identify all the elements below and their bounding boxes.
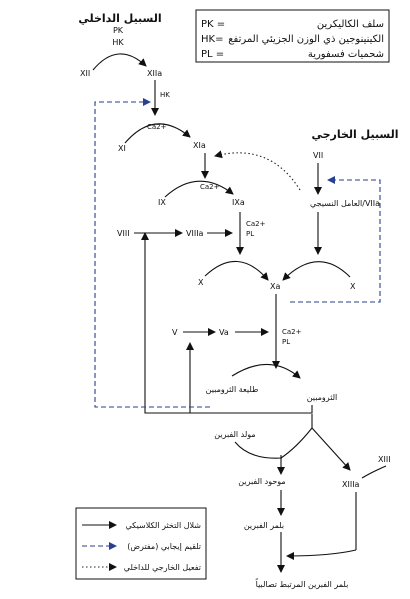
thrombin-to-xiii-arrow [311, 427, 351, 471]
legend-code-hk: HK= [201, 34, 223, 45]
va-label: Va [219, 328, 229, 337]
intrinsic-pathway-title: السبيل الداخلي [78, 12, 161, 25]
legend-code-pk: PK = [201, 19, 225, 30]
fibrinogen-arc [234, 441, 283, 459]
ix-label: IX [158, 198, 166, 207]
x-right-activation-arc [282, 261, 351, 281]
pl-label-4: PL [282, 338, 290, 346]
extrinsic-to-intrinsic-dotted [214, 150, 301, 191]
x-left-activation-arc [204, 260, 269, 281]
abbreviation-legend: PK = سلف الكاليكرين HK= الكينينوجين ذي ا… [195, 9, 390, 63]
fibrin-polymer-label: بلمر الفبرين [244, 521, 284, 530]
thrombin-to-viii-feedback [141, 232, 313, 414]
ca-label-3: Ca2+ [246, 220, 266, 228]
fibrin-monomer-label: موحود الفبرين [238, 477, 285, 486]
thrombin-to-fibrinogen-path [280, 427, 313, 459]
legend-meaning-pk: سلف الكاليكرين [317, 19, 384, 30]
x-left-label: X [198, 278, 204, 287]
xi-activation-arc [124, 123, 191, 144]
positive-feedback-extrinsic-dashed [290, 176, 381, 303]
ix-activation-arc [164, 180, 234, 198]
tissue-factor-label: العامل النسيجي/VIIa [310, 199, 380, 208]
fibrinogen-label: مولد الفبرين [214, 430, 255, 439]
viiia-label: VIIIa [186, 229, 204, 238]
xi-label: XI [118, 144, 126, 153]
extrinsic-pathway-title: السبيل الخارجي [311, 128, 398, 141]
prothrombin-activation-arc [231, 363, 301, 379]
xa-label: Xa [270, 282, 280, 291]
positive-feedback-intrinsic-dashed [94, 98, 210, 408]
ca-label-1: Ca2+ [147, 123, 167, 131]
pk-label: PK [113, 26, 124, 35]
xii-label: XII [80, 69, 90, 78]
prothrombin-label: طليعة الثرومبين [206, 385, 259, 394]
ixa-label: IXa [232, 198, 245, 207]
key-dotted-label: تفعيل الخارجي للداخلي [124, 563, 201, 572]
xiia-label: XIIa [147, 69, 162, 78]
crosslinked-fibrin-label: بلمر الفبرين المرتبط تصالبياً [255, 578, 349, 589]
v-label: V [172, 328, 178, 337]
legend-meaning-pl: شحميات فسفورية [308, 49, 384, 60]
viii-label: VIII [117, 229, 130, 238]
xia-label: XIa [193, 141, 206, 150]
legend-meaning-hk: الكينينوجين ذي الوزن الجزيئي المرتفع [228, 34, 384, 45]
ca-label-4: Ca2+ [282, 328, 302, 336]
xiii-label: XIII [378, 455, 391, 464]
hk-top-label: HK [112, 38, 124, 47]
key-solid-label: شلال التخثر الكلاسيكي [126, 521, 202, 530]
xiiia-label: XIIIa [342, 480, 360, 489]
key-dashed-label: تلقيم إيجابي (مفترض) [127, 542, 201, 552]
xiiia-to-crosslink-arrow [286, 549, 357, 560]
pl-label-3: PL [246, 230, 254, 238]
vii-label: VII [313, 151, 323, 160]
ca-label-2: Ca2+ [200, 183, 220, 191]
hk-label: HK [160, 91, 170, 99]
legend-code-pl: PL = [201, 49, 224, 60]
xiii-activation-line [361, 465, 387, 479]
x-right-label: X [350, 282, 356, 291]
thrombin-label: الثرومبين [307, 393, 338, 402]
line-style-key: شلال التخثر الكلاسيكي تلقيم إيجابي (مفتر… [75, 507, 207, 580]
xii-activation-arc [92, 53, 147, 71]
